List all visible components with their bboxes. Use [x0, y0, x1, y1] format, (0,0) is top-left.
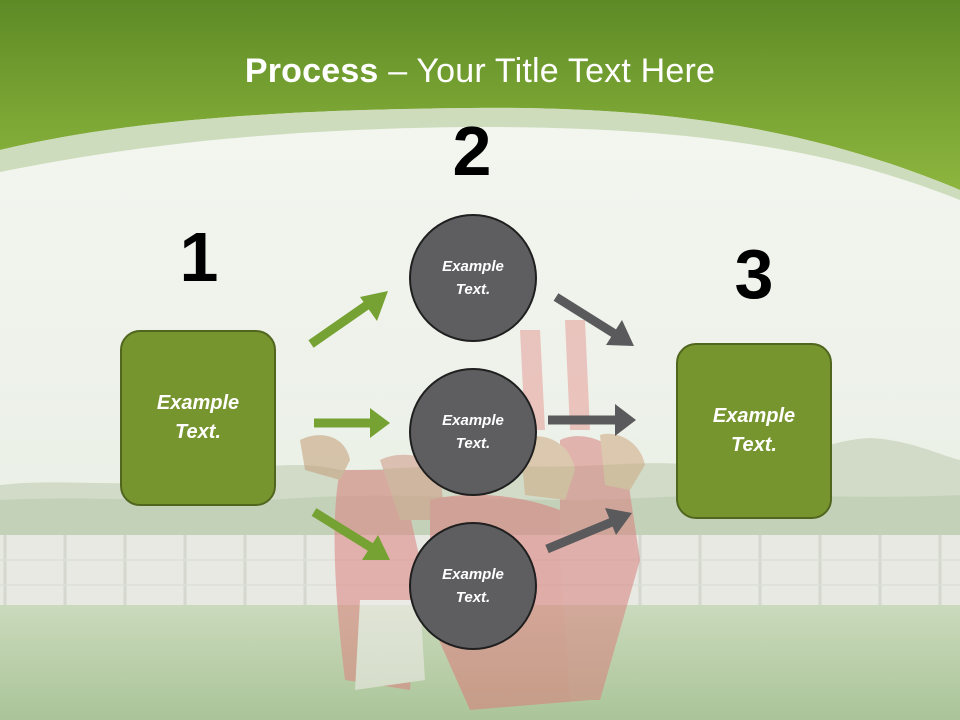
arrow-top-to-right	[553, 293, 634, 346]
circle-middle-text: Example Text.	[442, 412, 504, 452]
slide-title: Process – Your Title Text Here	[0, 52, 960, 91]
step-number-2: 2	[452, 112, 492, 190]
circle-top-text: Example Text.	[442, 258, 504, 298]
arrow-left-to-bottom	[311, 508, 390, 560]
circle-bottom-text: Example Text.	[442, 566, 504, 606]
arrow-bottom-to-right	[545, 508, 632, 554]
arrow-left-to-top	[308, 291, 388, 348]
right-text-box: Example Text.	[676, 343, 832, 519]
title-dash: –	[378, 52, 417, 90]
circle-bottom: Example Text.	[409, 522, 537, 650]
circle-middle: Example Text.	[409, 368, 537, 496]
left-box-text: Example Text.	[156, 392, 240, 443]
title-rest: Your Title Text Here	[416, 52, 716, 90]
arrow-left-to-middle	[314, 408, 390, 438]
title-bold: Process	[244, 52, 379, 90]
left-text-box: Example Text.	[120, 330, 276, 506]
step-number-3: 3	[734, 235, 774, 313]
step-number-1: 1	[179, 218, 219, 296]
arrow-middle-to-right	[548, 404, 636, 436]
circle-top: Example Text.	[409, 214, 537, 342]
right-box-text: Example Text.	[712, 405, 796, 456]
